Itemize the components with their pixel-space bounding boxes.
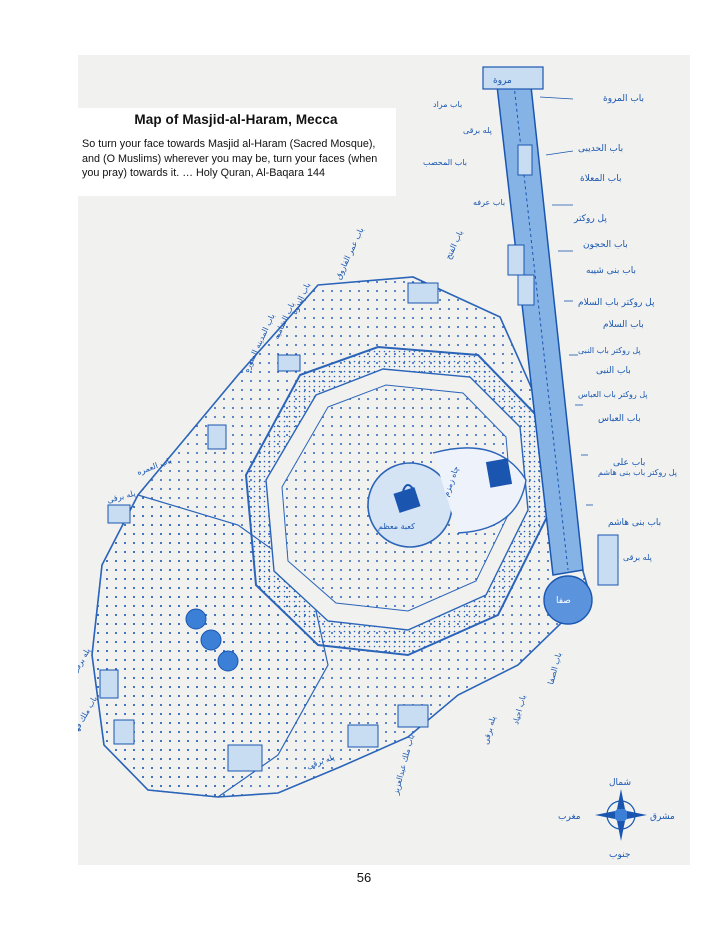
gate-label: باب بنی شیبه xyxy=(586,266,636,276)
gate-label: باب الصفا xyxy=(546,651,563,685)
gate-label: باب اجیاد xyxy=(511,694,528,726)
mosque-map: باب المروة باب مراد پله برقی باب الحدیبی… xyxy=(78,66,677,860)
compass-icon xyxy=(595,789,647,841)
gate-label: باب بنی هاشم xyxy=(608,518,661,528)
gate-label: باب العباس xyxy=(598,414,641,424)
gate-label: پل روكتر باب العباس xyxy=(578,390,648,399)
gate-label: پل روكتر باب بنی هاشم xyxy=(598,468,677,477)
gate-label: پل روكتر xyxy=(573,214,607,224)
gate-label: باب مراد xyxy=(433,100,462,109)
gate-label: پله برقی xyxy=(463,126,492,135)
quran-quote: So turn your face towards Masjid al-Hara… xyxy=(82,138,378,179)
gate-label: باب عرفه xyxy=(473,198,505,207)
gate-label: پله برقی xyxy=(78,647,92,676)
gate-label: باب السلام xyxy=(603,320,644,330)
gate-label: باب النبی xyxy=(596,366,631,376)
gate-label: باب ملك فهد xyxy=(78,695,99,736)
map-title: Map of Masjid-al-Haram, Mecca xyxy=(134,112,338,127)
marwa-hill xyxy=(482,66,544,90)
gate-label: باب المروة xyxy=(603,94,644,104)
compass-east: مشرق xyxy=(650,812,675,822)
gate-label: پل روكتر باب السلام xyxy=(578,298,655,308)
gate-label: پله برقی xyxy=(623,553,652,562)
right-gate-labels: باب المروة باب مراد پله برقی باب الحدیبی… xyxy=(423,94,677,562)
kaaba-icon xyxy=(393,487,421,513)
gate-label: پله برقی xyxy=(106,489,136,505)
gate-label: پله برقی xyxy=(481,715,497,745)
gate-label: باب علی xyxy=(613,458,645,468)
compass-south: جنوب xyxy=(609,850,630,860)
dome-3 xyxy=(217,650,239,672)
gate-label: باب الحجون xyxy=(583,240,628,250)
gate-label: پل روكتر باب النبی xyxy=(578,346,641,355)
gate-label: باب المحصب xyxy=(423,158,467,167)
caption-box: Map of Masjid-al-Haram, Mecca So turn yo… xyxy=(78,108,396,196)
safa-label: صفا xyxy=(556,596,571,606)
gate-label: باب عمر الفاروق xyxy=(334,226,366,281)
dome-1 xyxy=(185,608,207,630)
marwa-label: مروة xyxy=(493,76,512,86)
compass-west: مغرب xyxy=(558,812,581,822)
safa-hill xyxy=(543,575,593,625)
gate-label: باب المعلاة xyxy=(580,174,621,184)
dome-2 xyxy=(200,629,222,651)
gate-label: باب الفتح xyxy=(444,229,465,261)
page-number: 56 xyxy=(356,870,372,885)
gate-label: باب الحدیبی xyxy=(578,144,623,154)
compass-north: شمال xyxy=(609,778,631,788)
kaaba-label: كعبة معظم xyxy=(378,522,415,531)
